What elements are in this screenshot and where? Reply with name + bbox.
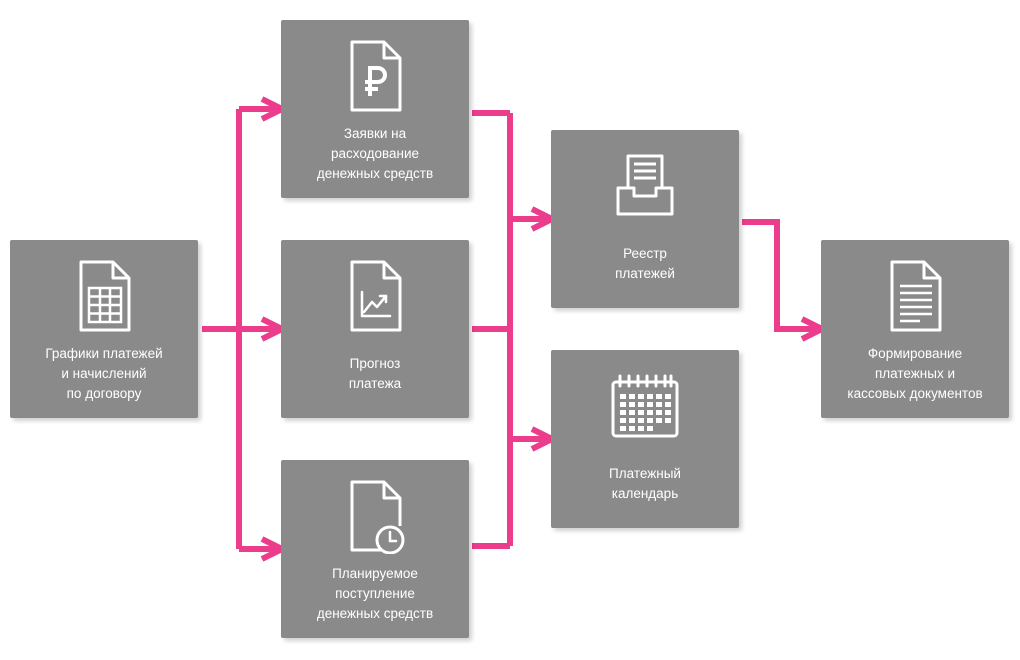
node-planned-receipts: Планируемое поступление денежных средств <box>281 460 469 638</box>
node-payment-calendar: Платежный календарь <box>551 350 739 528</box>
node-payment-documents: Формирование платежных и кассовых докуме… <box>821 240 1009 418</box>
node-payment-registry: Реестр платежей <box>551 130 739 308</box>
node-label: Платежный календарь <box>559 464 731 504</box>
label-line: платежа <box>348 376 402 391</box>
label-line: Формирование <box>867 346 963 361</box>
label-line: расходование <box>331 146 419 161</box>
label-line: Графики платежей <box>45 346 163 361</box>
label-line: и начислений <box>61 366 147 381</box>
ruble-document-icon <box>350 40 402 112</box>
label-line: платежей <box>615 266 675 281</box>
label-line: Платежный <box>609 466 681 481</box>
chart-document-icon <box>350 260 402 332</box>
connector-registry-to-documents <box>742 219 818 332</box>
node-label: Графики платежей и начислений по договор… <box>18 344 190 404</box>
node-label: Планируемое поступление денежных средств <box>289 564 461 624</box>
label-line: Заявки на <box>343 126 407 141</box>
text-document-icon <box>890 260 942 332</box>
calendar-icon <box>611 374 679 438</box>
node-label: Формирование платежных и кассовых докуме… <box>829 344 1001 404</box>
label-line: календарь <box>611 486 679 501</box>
label-line: денежных средств <box>316 606 434 621</box>
label-line: денежных средств <box>316 166 434 181</box>
node-label: Заявки на расходование денежных средств <box>289 124 461 184</box>
label-line: кассовых документов <box>847 386 983 401</box>
node-spending-requests: Заявки на расходование денежных средств <box>281 20 469 198</box>
node-payment-forecast: Прогноз платежа <box>281 240 469 418</box>
inbox-tray-icon <box>616 154 674 216</box>
spreadsheet-document-icon <box>79 260 131 332</box>
clock-document-icon <box>350 480 405 554</box>
label-line: поступление <box>335 586 415 601</box>
label-line: по договору <box>66 386 142 401</box>
node-label: Реестр платежей <box>559 244 731 284</box>
label-line: платежных и <box>874 366 956 381</box>
label-line: Реестр <box>623 246 667 261</box>
node-label: Прогноз платежа <box>289 354 461 394</box>
label-line: Планируемое <box>332 566 418 581</box>
node-payment-schedules: Графики платежей и начислений по договор… <box>10 240 198 418</box>
label-line: Прогноз <box>349 356 401 371</box>
